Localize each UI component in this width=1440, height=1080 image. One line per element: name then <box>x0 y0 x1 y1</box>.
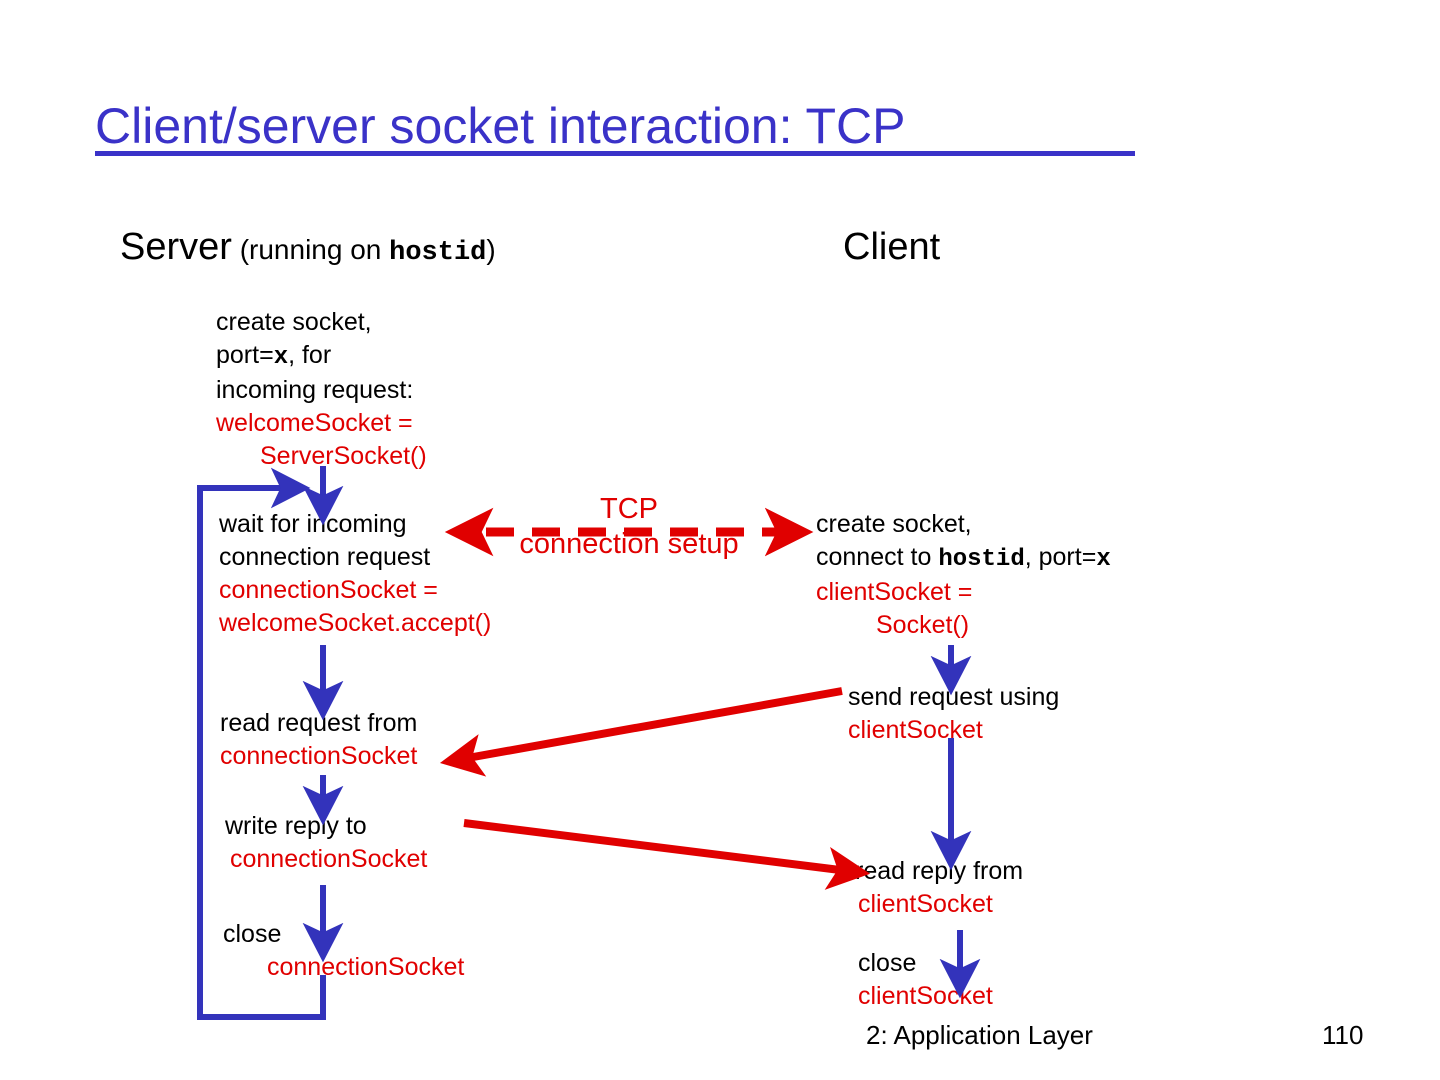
footer-page-number: 110 <box>1322 1020 1364 1050</box>
line: connect to hostid, port=x <box>816 541 1111 576</box>
code-line: connectionSocket <box>223 951 464 984</box>
server-qualifier-suffix: ) <box>486 234 496 265</box>
line: read reply from <box>855 857 1024 885</box>
line: close <box>223 920 282 948</box>
line-part: , port= <box>1024 543 1097 571</box>
server-step-write-reply: write reply to connectionSocket <box>225 810 427 876</box>
port-var: x <box>273 344 289 371</box>
line-part: , for <box>288 341 332 369</box>
line: wait for incoming <box>219 510 407 538</box>
server-step-close-connection: close connectionSocket <box>223 918 464 984</box>
client-step-close-socket: close clientSocket <box>858 947 993 1013</box>
line: send request using <box>848 683 1060 711</box>
code-line: clientSocket = <box>816 578 973 606</box>
code-line: clientSocket <box>855 888 1023 921</box>
code-line-text: connectionSocket <box>267 953 465 981</box>
server-qualifier-prefix: (running on <box>231 234 390 265</box>
line-part: connect to <box>816 543 939 571</box>
code-line: connectionSocket = <box>219 576 438 604</box>
line: incoming request: <box>216 376 414 404</box>
code-line: Socket() <box>816 609 1111 642</box>
title-underline-rule <box>95 151 1135 156</box>
client-step-read-reply: read reply from clientSocket <box>855 855 1023 921</box>
server-step-wait-for-connection: wait for incoming connection request con… <box>219 508 491 640</box>
code-line: connectionSocket <box>220 742 418 770</box>
tcp-label-line-2: connection setup <box>519 528 739 560</box>
client-step-create-socket: create socket, connect to hostid, port=x… <box>816 508 1111 642</box>
code-line-text: clientSocket <box>858 890 993 918</box>
line: read request from <box>220 709 418 737</box>
tcp-label-line-1: TCP <box>600 493 658 525</box>
server-label: Server <box>120 226 232 268</box>
client-column-heading: Client <box>843 226 941 268</box>
line-part: port= <box>216 341 274 369</box>
line: create socket, <box>816 510 972 538</box>
code-line-text: ServerSocket() <box>260 442 427 470</box>
code-line: clientSocket <box>858 980 993 1013</box>
code-line: welcomeSocket.accept() <box>219 609 492 637</box>
code-line-text: connectionSocket <box>230 845 428 873</box>
tcp-connection-setup-label: TCP connection setup <box>489 492 769 562</box>
server-step-create-socket: create socket, port=x, for incoming requ… <box>216 306 427 473</box>
code-line-text: clientSocket <box>858 982 993 1010</box>
line: connection request <box>219 543 431 571</box>
server-qualifier-hostid: hostid <box>389 238 487 268</box>
code-line: clientSocket <box>848 716 983 744</box>
server-step-read-request: read request from connectionSocket <box>220 707 417 773</box>
request-arrow-client-to-server <box>439 687 843 777</box>
page-title: Client/server socket interaction: TCP <box>95 98 906 154</box>
footer-section-label: 2: Application Layer <box>866 1020 1093 1050</box>
server-column-heading: Server (running on hostid) <box>120 224 496 276</box>
line: port=x, for <box>216 339 427 374</box>
reply-arrow-server-to-client <box>463 819 871 890</box>
code-line-text: Socket() <box>876 611 970 639</box>
line: create socket, <box>216 308 372 336</box>
line: close <box>858 949 917 977</box>
code-line: welcomeSocket = <box>216 409 413 437</box>
hostid-var: hostid <box>938 546 1025 573</box>
port-var: x <box>1096 546 1111 573</box>
line: write reply to <box>225 812 367 840</box>
code-line: ServerSocket() <box>216 440 427 473</box>
code-line: connectionSocket <box>225 843 427 876</box>
client-step-send-request: send request using clientSocket <box>848 681 1059 747</box>
